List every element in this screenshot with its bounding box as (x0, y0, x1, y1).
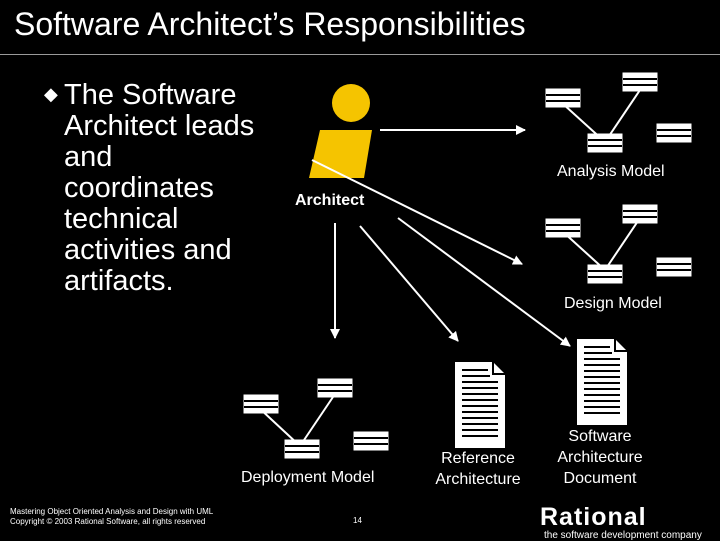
arrow-to-reference-architecture (359, 225, 459, 342)
design-model-diagram-icon (545, 204, 692, 284)
bullet-text: The Software Architect leads and coordin… (64, 79, 255, 297)
analysis-model-label: Analysis Model (557, 163, 665, 180)
bullet-diamond-icon: ◆ (44, 84, 58, 104)
logo-wordmark: Rational (540, 503, 647, 531)
reference-architecture-label: Reference Architecture (435, 450, 521, 488)
title-divider (0, 54, 720, 55)
footer-copyright: Mastering Object Oriented Analysis and D… (10, 507, 214, 526)
logo-tagline: the software development company (544, 530, 702, 541)
page-number: 14 (353, 516, 362, 525)
deployment-model-label: Deployment Model (241, 469, 375, 486)
arrow-to-design-model (311, 159, 523, 265)
sad-label: Software Architecture Document (557, 428, 643, 487)
deployment-model-diagram-icon (243, 378, 389, 459)
design-model-label: Design Model (564, 295, 662, 312)
reference-architecture-document-icon (454, 361, 506, 449)
analysis-model-diagram-icon (545, 72, 692, 153)
architect-label: Architect (295, 192, 365, 209)
rational-logo: Rational the software development compan… (540, 505, 715, 541)
slide-title: Software Architect’s Responsibilities (14, 6, 526, 42)
software-architecture-document-icon (576, 338, 628, 426)
arrow-to-sad (397, 217, 571, 347)
